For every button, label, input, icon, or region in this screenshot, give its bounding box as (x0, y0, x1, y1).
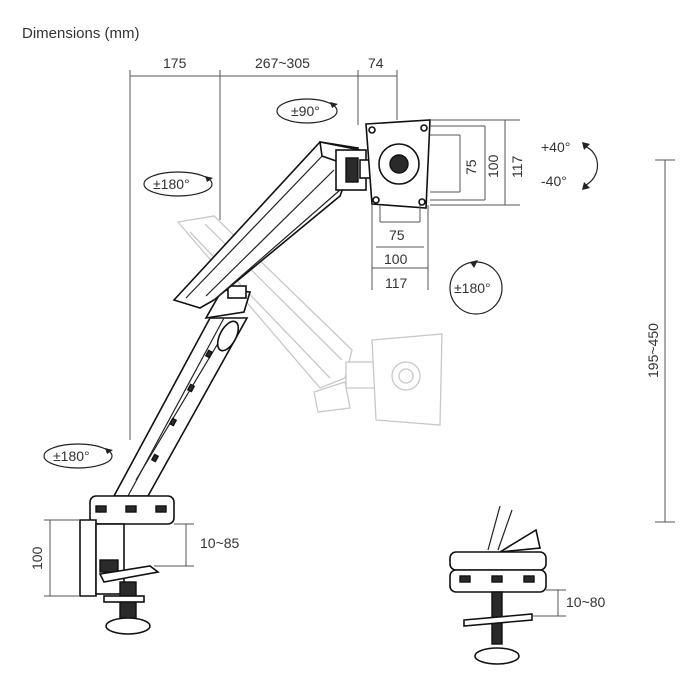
tilt-head (335, 149, 373, 191)
grommet-pole-line-1 (487, 505, 501, 551)
vesa-height-117-label: 117 (509, 155, 525, 178)
lower-arm-slot-2 (168, 417, 178, 427)
vesa-horizontal-dimensions: 75 100 117 (371, 205, 429, 291)
vesa-plate (365, 119, 431, 209)
rotation-arrow-screen-icon (470, 260, 478, 268)
vesa-height-75-label: 75 (463, 159, 479, 175)
clamp-pressure-plate (103, 595, 145, 603)
grommet-plate (463, 613, 533, 627)
rotation-ellipse-elbow (143, 171, 213, 197)
elbow-cap (227, 285, 247, 299)
tilt-up-label: +40° (541, 139, 570, 155)
vesa-height-100-label: 100 (485, 154, 501, 178)
ghost-tilt-joint (345, 361, 377, 389)
lower-arm (112, 317, 249, 497)
rotation-arrow-elbow-icon (205, 176, 213, 182)
top-dimension-group: 175 267~305 74 (129, 55, 398, 440)
grommet-hub-slot-3 (523, 575, 535, 583)
tilt-head-knob (345, 157, 359, 183)
rotation-base-label: ±180° (53, 448, 90, 464)
vesa-plate-hub-center (389, 154, 409, 174)
dimension-label-267-305: 267~305 (255, 55, 310, 71)
clamp-range-label: 10~85 (200, 535, 240, 551)
grommet-dimensions: 10~80 (532, 589, 606, 617)
clamp-jaw (98, 565, 160, 583)
tilt-arrow-up-icon (582, 142, 590, 150)
clamp-body (95, 523, 125, 595)
height-range-label: 195~450 (645, 323, 661, 378)
tilt-arrow-down-icon (582, 182, 590, 190)
ghost-vesa-hub-inner (398, 368, 414, 384)
lower-arm-knob (216, 320, 240, 352)
grommet-hub-top (449, 551, 547, 571)
rotation-ellipse-base (43, 443, 113, 469)
ghost-arm-lowered (176, 215, 443, 426)
vesa-hole-tl (368, 126, 376, 134)
grommet-range-label: 10~80 (566, 594, 606, 610)
base-hub-slot-1 (95, 505, 107, 513)
vesa-hole-br (418, 198, 426, 206)
rotation-elbow-label: ±180° (153, 176, 190, 192)
rotation-arrow-base-icon (105, 448, 113, 454)
upper-arm-channel-2 (213, 189, 341, 301)
lower-arm-slot-1 (150, 453, 160, 463)
elbow-joint (204, 285, 252, 320)
clamp-height-label: 100 (29, 546, 45, 570)
rotation-badge-base: ±180° (43, 443, 113, 469)
tilt-arc (583, 145, 598, 187)
rotation-ellipse-head (276, 98, 338, 124)
grommet-hub-slot-1 (459, 575, 471, 583)
vesa-width-117-label: 117 (385, 275, 408, 291)
base-hub-slot-3 (155, 505, 167, 513)
clamp-side-plate (79, 519, 97, 597)
clamp-body-detail (99, 559, 119, 573)
rotation-head-label: ±90° (291, 103, 320, 119)
clamp-base (79, 495, 175, 635)
lower-arm-slot-3 (186, 383, 196, 393)
rotation-badge-elbow: ±180° (143, 171, 213, 197)
vesa-width-100-label: 100 (384, 251, 408, 267)
grommet-hub-slot-2 (491, 575, 503, 583)
grommet-mount (449, 505, 547, 665)
vesa-vertical-dimensions: 75 100 117 (430, 119, 525, 206)
rotation-screen-label: ±180° (454, 280, 491, 296)
upper-arm-channel-1 (205, 169, 335, 297)
base-hub-slot-2 (125, 505, 137, 513)
vesa-hole-tr (420, 124, 428, 132)
vesa-width-75-label: 75 (389, 227, 405, 243)
rotation-badge-screen: ±180° (449, 260, 503, 315)
rotation-badge-head: ±90° (276, 98, 338, 124)
diagram-title: Dimensions (mm) (22, 25, 140, 42)
grommet-pole-line-2 (497, 509, 513, 551)
rotation-arrow-head-icon (330, 102, 338, 108)
ghost-arm-foot (313, 381, 351, 413)
vesa-hole-bl (372, 196, 380, 204)
upper-arm-top-edge (185, 151, 327, 299)
height-range-dimension: 195~450 (645, 159, 675, 523)
clamp-dimensions: 100 10~85 (29, 519, 240, 597)
lower-arm-slot-4 (204, 349, 214, 359)
clamp-knob (105, 617, 151, 635)
tilt-indicator: +40° -40° (541, 139, 598, 190)
dimension-label-175: 175 (163, 55, 187, 71)
grommet-knob (474, 647, 520, 665)
grommet-pole-base (499, 528, 541, 553)
dimension-label-74: 74 (368, 55, 384, 71)
tilt-down-label: -40° (541, 173, 567, 189)
